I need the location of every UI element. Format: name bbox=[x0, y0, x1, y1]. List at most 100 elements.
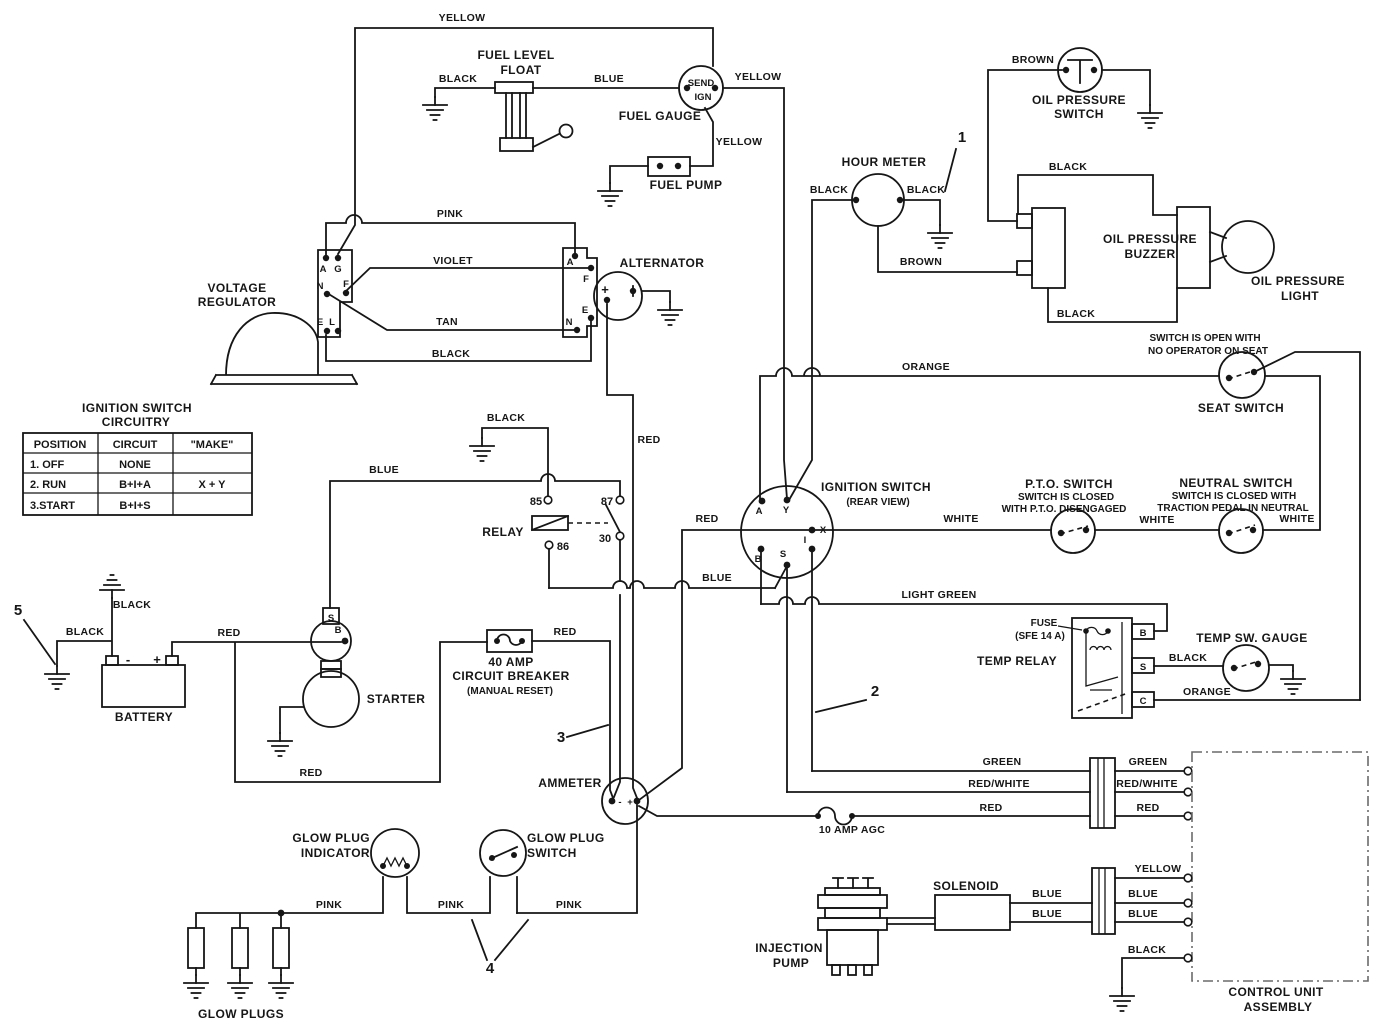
table-cell: X + Y bbox=[198, 479, 226, 491]
relay-terminal-30: 30 bbox=[599, 533, 611, 545]
callout-1: 1 bbox=[958, 129, 966, 146]
temp-fuse-label-2: (SFE 14 A) bbox=[1015, 631, 1065, 642]
table-title-2: CIRCUITRY bbox=[102, 415, 171, 429]
wire-label-temp-black: BLACK bbox=[1169, 652, 1207, 664]
neutral-switch: NEUTRAL SWITCH SWITCH IS CLOSED WITH TRA… bbox=[1157, 476, 1314, 554]
ammeter-minus-sign: - bbox=[618, 797, 621, 808]
buzzer-title-2: BUZZER bbox=[1124, 247, 1175, 261]
regulator-terminal-g: G bbox=[334, 264, 341, 275]
connector-terminal-a: A bbox=[567, 257, 574, 268]
wire-label-gauge-yellow: YELLOW bbox=[735, 71, 782, 83]
wire-label-cu-blue-2: BLUE bbox=[1128, 908, 1158, 920]
wire-label-pink-2: PINK bbox=[438, 899, 464, 911]
ammeter: AMMETER - + 10 AMP AGC bbox=[516, 776, 1193, 914]
fuel-gauge-symbol bbox=[678, 65, 724, 111]
fuel-pump-symbol bbox=[647, 156, 691, 177]
table-header-position: POSITION bbox=[34, 439, 87, 451]
neutral-switch-note-2: TRACTION PEDAL IN NEUTRAL bbox=[1157, 503, 1308, 514]
oil-pressure-circuit: HOUR METER BLACK BLACK 1 BROWN OIL PRESS… bbox=[787, 47, 1345, 502]
ignition-switch: IGNITION SWITCH (REAR VIEW) A Y X B S I … bbox=[637, 480, 1168, 802]
wire-label-batt-black-up: BLACK bbox=[113, 599, 151, 611]
control-unit-harness: GREEN GREEN RED/WHITE RED/WHITE RED RED … bbox=[786, 751, 1369, 1014]
wire-label-temp-orange: ORANGE bbox=[1183, 686, 1231, 698]
temp-relay-title: TEMP RELAY bbox=[977, 654, 1057, 668]
regulator-terminal-e: E bbox=[317, 317, 323, 328]
wire-label-buzzer-black-top: BLACK bbox=[1049, 161, 1087, 173]
relay-terminal-87: 87 bbox=[601, 496, 613, 508]
oil-switch-title-2: SWITCH bbox=[1054, 107, 1104, 121]
fuel-float-title-1: FUEL LEVEL bbox=[477, 48, 554, 62]
fuel-gauge-send-terminal: SEND bbox=[688, 78, 715, 89]
buzzer-title-1: OIL PRESSURE bbox=[1103, 232, 1197, 246]
ignition-terminal-i: I bbox=[804, 535, 807, 546]
wire-label-tan: TAN bbox=[436, 316, 458, 328]
wire-label-white-3: WHITE bbox=[1279, 513, 1314, 525]
injection-pump: INJECTION PUMP SOLENOID BLUE BLUE YELLOW… bbox=[755, 863, 1193, 1012]
breaker-label-2: CIRCUIT BREAKER bbox=[452, 669, 569, 683]
relay-title: RELAY bbox=[482, 525, 524, 539]
relay-terminal-85: 85 bbox=[530, 496, 542, 508]
fuel-level-float-symbol bbox=[494, 81, 574, 152]
voltage-regulator-title-1: VOLTAGE bbox=[207, 281, 266, 295]
wire-label-red-r: RED bbox=[1136, 802, 1159, 814]
wire-label-cu-black: BLACK bbox=[1128, 944, 1166, 956]
connector-terminal-e: E bbox=[582, 305, 588, 316]
neutral-switch-note-1: SWITCH IS CLOSED WITH bbox=[1172, 491, 1296, 502]
battery-plus-sign: + bbox=[153, 652, 161, 667]
alternator: + ALTERNATOR RED bbox=[593, 256, 705, 800]
wire-label-redwhite-r: RED/WHITE bbox=[1116, 778, 1178, 790]
ignition-terminal-s: S bbox=[780, 549, 786, 560]
breaker-label-1: 40 AMP bbox=[488, 655, 533, 669]
injection-pump-title-1: INJECTION bbox=[755, 941, 823, 955]
starter: S B STARTER bbox=[267, 607, 426, 757]
temp-relay: 2 FUSE (SFE 14 A) TEMP RELAY B S C TEMP … bbox=[814, 617, 1361, 719]
glow-plug-circuit: GLOW PLUG INDICATOR GLOW PLUG SWITCH PIN… bbox=[183, 828, 604, 1021]
fuel-pump-title: FUEL PUMP bbox=[650, 178, 723, 192]
temp-terminal-s: S bbox=[1140, 662, 1146, 673]
connector-terminal-f: F bbox=[583, 274, 589, 285]
temp-terminal-c: C bbox=[1140, 696, 1147, 707]
wire-label-cu-blue-1: BLUE bbox=[1128, 888, 1158, 900]
table-cell: 1. OFF bbox=[30, 459, 65, 471]
pto-switch: P.T.O. SWITCH SWITCH IS CLOSED WITH P.T.… bbox=[1002, 477, 1220, 554]
fuel-float-title-2: FLOAT bbox=[500, 63, 541, 77]
wire-label-reg-black: BLACK bbox=[432, 348, 470, 360]
wire-label-white-2: WHITE bbox=[1139, 514, 1174, 526]
control-unit-title-1: CONTROL UNIT bbox=[1228, 985, 1324, 999]
oil-light-title-2: LIGHT bbox=[1281, 289, 1319, 303]
wire-label-violet: VIOLET bbox=[433, 255, 473, 267]
wire-label-green-l: GREEN bbox=[983, 756, 1022, 768]
starter-title: STARTER bbox=[367, 692, 426, 706]
connector-terminal-n: N bbox=[566, 317, 573, 328]
wire-label-sol-blue-1: BLUE bbox=[1032, 888, 1062, 900]
wire-label-float-black: BLACK bbox=[439, 73, 477, 85]
wire-label-pink-1: PINK bbox=[316, 899, 342, 911]
hour-meter-title: HOUR METER bbox=[842, 155, 927, 169]
wire-label-brown-low: BROWN bbox=[900, 256, 942, 268]
control-unit-title-2: ASSEMBLY bbox=[1244, 1000, 1313, 1014]
wire-label-redwhite-l: RED/WHITE bbox=[968, 778, 1030, 790]
battery-title: BATTERY bbox=[115, 710, 173, 724]
table-cell: 3.START bbox=[30, 500, 75, 512]
table-header-make: "MAKE" bbox=[191, 439, 234, 451]
oil-switch-title-1: OIL PRESSURE bbox=[1032, 93, 1126, 107]
ignition-terminal-a: A bbox=[756, 506, 763, 517]
alternator-title: ALTERNATOR bbox=[620, 256, 705, 270]
ignition-switch-title: IGNITION SWITCH bbox=[821, 480, 931, 494]
wire-label-pink-3: PINK bbox=[556, 899, 582, 911]
wire-label-hour-black-right: BLACK bbox=[907, 184, 945, 196]
table-cell: NONE bbox=[119, 459, 151, 471]
wire-label-white-1: WHITE bbox=[943, 513, 978, 525]
pto-switch-note-2: WITH P.T.O. DISENGAGED bbox=[1002, 504, 1127, 515]
wire-label-yellow-top: YELLOW bbox=[439, 12, 486, 24]
wire-label-batt-black-left: BLACK bbox=[66, 626, 104, 638]
wire-label-alt-red: RED bbox=[637, 434, 660, 446]
wire-label-sol-blue-2: BLUE bbox=[1032, 908, 1062, 920]
wire-label-pump-yellow: YELLOW bbox=[716, 136, 763, 148]
wire-label-red-l: RED bbox=[979, 802, 1002, 814]
table-title-1: IGNITION SWITCH bbox=[82, 401, 192, 415]
ammeter-plus-sign: + bbox=[627, 797, 633, 808]
callout-3: 3 bbox=[557, 729, 565, 746]
seat-switch-note-1: SWITCH IS OPEN WITH bbox=[1149, 333, 1260, 344]
